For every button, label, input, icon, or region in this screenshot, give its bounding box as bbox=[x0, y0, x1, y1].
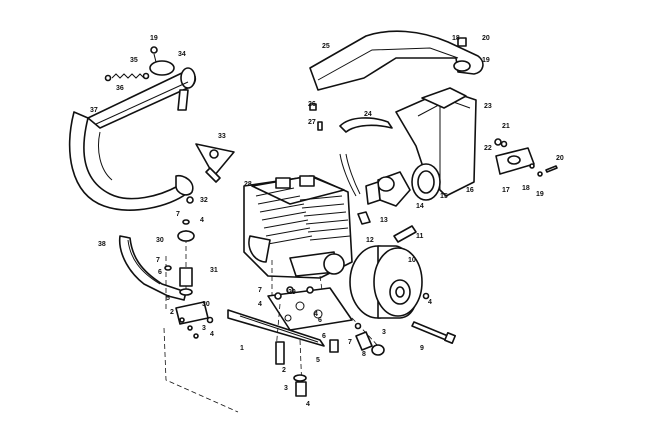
callout-labels: 19 34 35 36 37 33 32 7 4 38 30 7 6 31 5 … bbox=[90, 35, 564, 408]
callout-label: 3 bbox=[382, 329, 386, 336]
callout-label: 7 bbox=[258, 287, 262, 294]
callout-label: 28 bbox=[244, 181, 252, 188]
intake-silencer bbox=[309, 30, 484, 91]
callout-label: 13 bbox=[380, 217, 388, 224]
clutch-bolt bbox=[411, 321, 457, 345]
starter-handle bbox=[393, 225, 417, 243]
callout-label: 4 bbox=[200, 217, 204, 224]
callout-label: 2 bbox=[282, 367, 286, 374]
callout-label: 24 bbox=[364, 111, 372, 118]
callout-label: 6 bbox=[318, 317, 322, 324]
callout-label: 15 bbox=[440, 193, 448, 200]
callout-label: 18 bbox=[452, 35, 460, 42]
exhaust-pipe bbox=[68, 67, 197, 211]
callout-label: 7 bbox=[176, 211, 180, 218]
callout-label: 14 bbox=[416, 203, 424, 210]
callout-label: 10 bbox=[408, 257, 416, 264]
callout-label: 5 bbox=[166, 295, 170, 302]
left-mount-bracket bbox=[118, 235, 187, 301]
callout-label: 6 bbox=[158, 269, 162, 276]
spring-and-clamp bbox=[104, 46, 175, 82]
callout-label: 4 bbox=[314, 311, 318, 318]
callout-label: 5 bbox=[316, 357, 320, 364]
callout-label: 26 bbox=[308, 101, 316, 108]
callout-label: 35 bbox=[130, 57, 138, 64]
callout-label: 33 bbox=[218, 133, 226, 140]
callout-label: 22 bbox=[484, 145, 492, 152]
drive-clutch bbox=[349, 245, 423, 319]
callout-label: 32 bbox=[200, 197, 208, 204]
engine-block bbox=[243, 175, 353, 279]
callout-label: 1 bbox=[240, 345, 244, 352]
hardware bbox=[164, 37, 558, 397]
callout-label: 34 bbox=[178, 51, 186, 58]
intake-flange bbox=[411, 163, 441, 201]
callout-label: 4 bbox=[210, 331, 214, 338]
callout-label: 30 bbox=[156, 237, 164, 244]
carburetor bbox=[357, 171, 411, 225]
callout-label: 38 bbox=[98, 241, 106, 248]
callout-label: 36 bbox=[116, 85, 124, 92]
callout-label: 4 bbox=[258, 301, 262, 308]
callout-label: 17 bbox=[502, 187, 510, 194]
callout-label: 20 bbox=[482, 35, 490, 42]
callout-label: 31 bbox=[210, 267, 218, 274]
callout-label: 20 bbox=[556, 155, 564, 162]
callout-label: 2 bbox=[170, 309, 174, 316]
air-box bbox=[395, 87, 477, 197]
callout-label: 19 bbox=[482, 57, 490, 64]
callout-label: 16 bbox=[466, 187, 474, 194]
callout-label: 21 bbox=[502, 123, 510, 130]
callout-label: 8 bbox=[362, 351, 366, 358]
callout-label: 18 bbox=[522, 185, 530, 192]
callout-label: 7 bbox=[348, 339, 352, 346]
callout-label: 7 bbox=[156, 257, 160, 264]
callout-label: 12 bbox=[366, 237, 374, 244]
callout-label: 30 bbox=[202, 301, 210, 308]
intake-adapter bbox=[494, 138, 535, 175]
callout-label: 23 bbox=[484, 103, 492, 110]
callout-label: 11 bbox=[416, 233, 424, 240]
callout-label: 6 bbox=[322, 333, 326, 340]
callout-label: 37 bbox=[90, 107, 98, 114]
callout-label: 9 bbox=[420, 345, 424, 352]
callout-label: 29 bbox=[288, 289, 296, 296]
exhaust-bracket bbox=[195, 143, 235, 183]
callout-label: 27 bbox=[308, 119, 316, 126]
callout-label: 19 bbox=[150, 35, 158, 42]
intake-boot bbox=[339, 117, 393, 133]
callout-label: 3 bbox=[284, 385, 288, 392]
callout-label: 4 bbox=[428, 299, 432, 306]
callout-label: 19 bbox=[536, 191, 544, 198]
callout-label: 4 bbox=[306, 401, 310, 408]
callout-label: 25 bbox=[322, 43, 330, 50]
throttle-cable bbox=[339, 153, 361, 197]
mount-rail bbox=[227, 309, 325, 347]
callout-label: 3 bbox=[202, 325, 206, 332]
